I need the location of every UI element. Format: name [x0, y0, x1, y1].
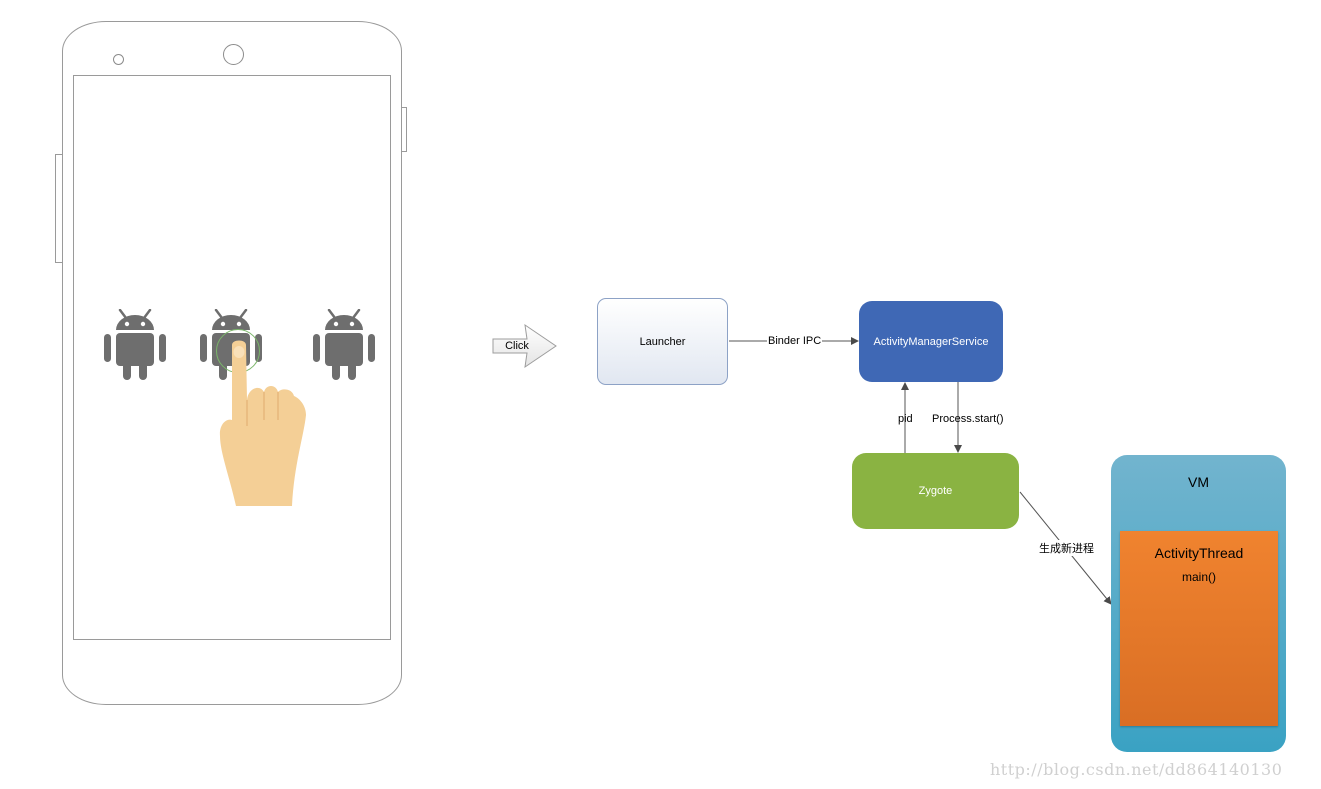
fork-process-label: 生成新进程 [1038, 540, 1095, 556]
phone-camera [223, 44, 244, 65]
activity-thread-label: ActivityThread [1154, 545, 1244, 561]
launcher-label: Launcher [639, 335, 686, 348]
watermark: http://blog.csdn.net/dd864140130 [990, 760, 1283, 779]
android-icon[interactable] [104, 309, 166, 381]
phone-volume-button [55, 154, 63, 263]
launcher-node: Launcher [597, 298, 728, 385]
android-icon[interactable] [313, 309, 375, 381]
activity-thread-node [1120, 531, 1278, 726]
hand-pointer-icon [214, 340, 314, 515]
zygote-node: Zygote [852, 453, 1019, 529]
process-start-label: Process.start() [932, 413, 1004, 425]
ams-label: ActivityManagerService [873, 335, 989, 348]
binder-ipc-label: Binder IPC [767, 335, 823, 347]
activity-manager-service-node: ActivityManagerService [859, 301, 1003, 382]
click-label: Click [505, 340, 529, 352]
click-arrow [492, 323, 557, 369]
phone-sensor [113, 54, 124, 65]
zygote-label: Zygote [918, 485, 953, 497]
pid-label: pid [898, 413, 913, 425]
phone-power-button [401, 107, 407, 152]
main-method-label: main() [1181, 570, 1216, 584]
vm-label: VM [1188, 474, 1209, 490]
